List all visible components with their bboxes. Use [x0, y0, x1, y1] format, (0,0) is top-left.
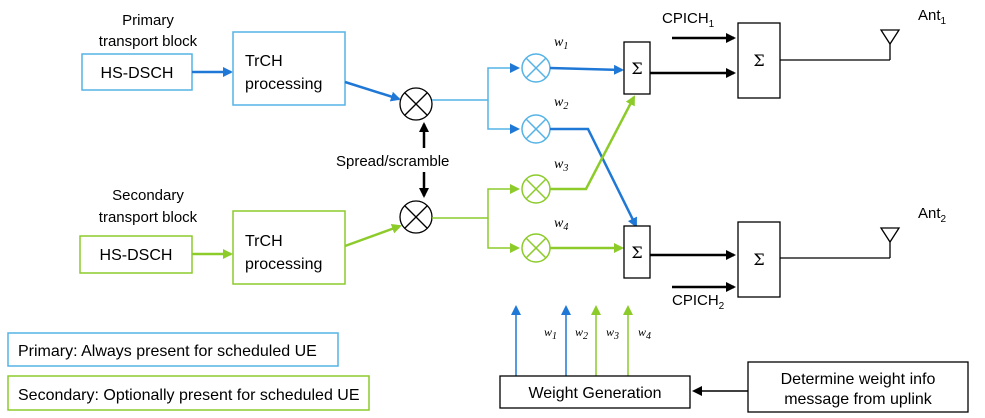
- final-summer-2-box: [737, 221, 781, 298]
- legend-primary-text: Primary: Always present for scheduled UE: [18, 343, 317, 360]
- arrow-w1-to-sum1: [549, 64, 624, 75]
- hs-dsch-primary-label: HS-DSCH: [101, 65, 174, 82]
- hs-dsch-primary-box: [81, 53, 193, 91]
- arrow-to-w1: [510, 63, 520, 73]
- w2-multiply-icon: [521, 114, 551, 144]
- primary-split-line-lower: [487, 100, 517, 130]
- final-summer-1-symbol: Σ: [753, 51, 764, 70]
- spreader-primary-multiply-icon: [399, 87, 433, 121]
- hs-dsch-secondary-box: [79, 235, 193, 274]
- arrow-trch-primary-to-spreader: [344, 80, 401, 102]
- summer-2-box: [623, 225, 651, 279]
- summer-1-box: [623, 41, 651, 95]
- feedback-w1-label: w1: [544, 325, 557, 342]
- secondary-split-line-upper: [432, 188, 517, 219]
- determine-label-line1: Determine weight info: [781, 371, 936, 388]
- trch-secondary-box: [232, 210, 346, 285]
- arrow-trch-secondary-to-spreader: [344, 224, 402, 248]
- legend-primary-box: [7, 332, 339, 367]
- w3-multiply-icon: [521, 174, 551, 204]
- arrow-w2-to-sum2: [550, 127, 638, 228]
- determine-weight-info-box: [747, 361, 969, 413]
- feedback-w3-label: w3: [606, 325, 619, 342]
- trch-secondary-label-line2: processing: [245, 256, 322, 273]
- final-summer-1-box: [737, 22, 781, 99]
- w4-label: w4: [554, 216, 568, 233]
- feedback-w2-label: w2: [575, 325, 588, 342]
- spread-scramble-label: Spread/scramble: [336, 153, 449, 170]
- secondary-block-label-line1: Secondary: [112, 187, 184, 204]
- hs-dsch-secondary-label: HS-DSCH: [100, 247, 173, 264]
- antenna-2-icon: [879, 227, 901, 258]
- summer-1-symbol: Σ: [631, 59, 642, 78]
- trch-primary-label-line1: TrCH: [245, 53, 283, 70]
- primary-split-line-upper: [432, 67, 517, 101]
- arrow-to-w3: [510, 184, 520, 194]
- determine-label-line2: message from uplink: [784, 391, 933, 408]
- arrow-w3-to-sum1: [550, 95, 636, 191]
- ant2-label: Ant2: [918, 205, 947, 225]
- spreader-secondary-multiply-icon: [399, 200, 433, 234]
- weight-generation-label: Weight Generation: [528, 385, 661, 402]
- cpich2-label: CPICH2: [672, 292, 725, 312]
- trch-primary-box: [232, 31, 346, 106]
- trch-secondary-label-line1: TrCH: [245, 233, 283, 250]
- legend-secondary-box: [7, 375, 370, 411]
- antenna-1-icon: [879, 29, 901, 60]
- secondary-block-label-line2: transport block: [99, 209, 198, 226]
- legend-secondary-text: Secondary: Optionally present for schedu…: [18, 387, 360, 404]
- w3-label: w3: [554, 157, 568, 174]
- primary-block-label-line2: transport block: [99, 33, 198, 50]
- arrow-to-w4: [510, 243, 520, 253]
- cpich1-label: CPICH1: [662, 10, 715, 30]
- primary-block-label-line1: Primary: [122, 12, 174, 29]
- w1-multiply-icon: [521, 53, 551, 83]
- ant1-label: Ant1: [918, 7, 947, 27]
- w2-label: w2: [554, 95, 568, 112]
- summer-2-symbol: Σ: [631, 243, 642, 262]
- weight-generation-box: [499, 375, 691, 409]
- final-summer-2-symbol: Σ: [753, 250, 764, 269]
- w4-multiply-icon: [521, 233, 551, 263]
- secondary-split-line-lower: [487, 218, 517, 249]
- w1-label: w1: [554, 35, 568, 52]
- trch-primary-label-line2: processing: [245, 76, 322, 93]
- arrow-to-w2: [510, 124, 520, 134]
- feedback-w4-label: w4: [638, 325, 651, 342]
